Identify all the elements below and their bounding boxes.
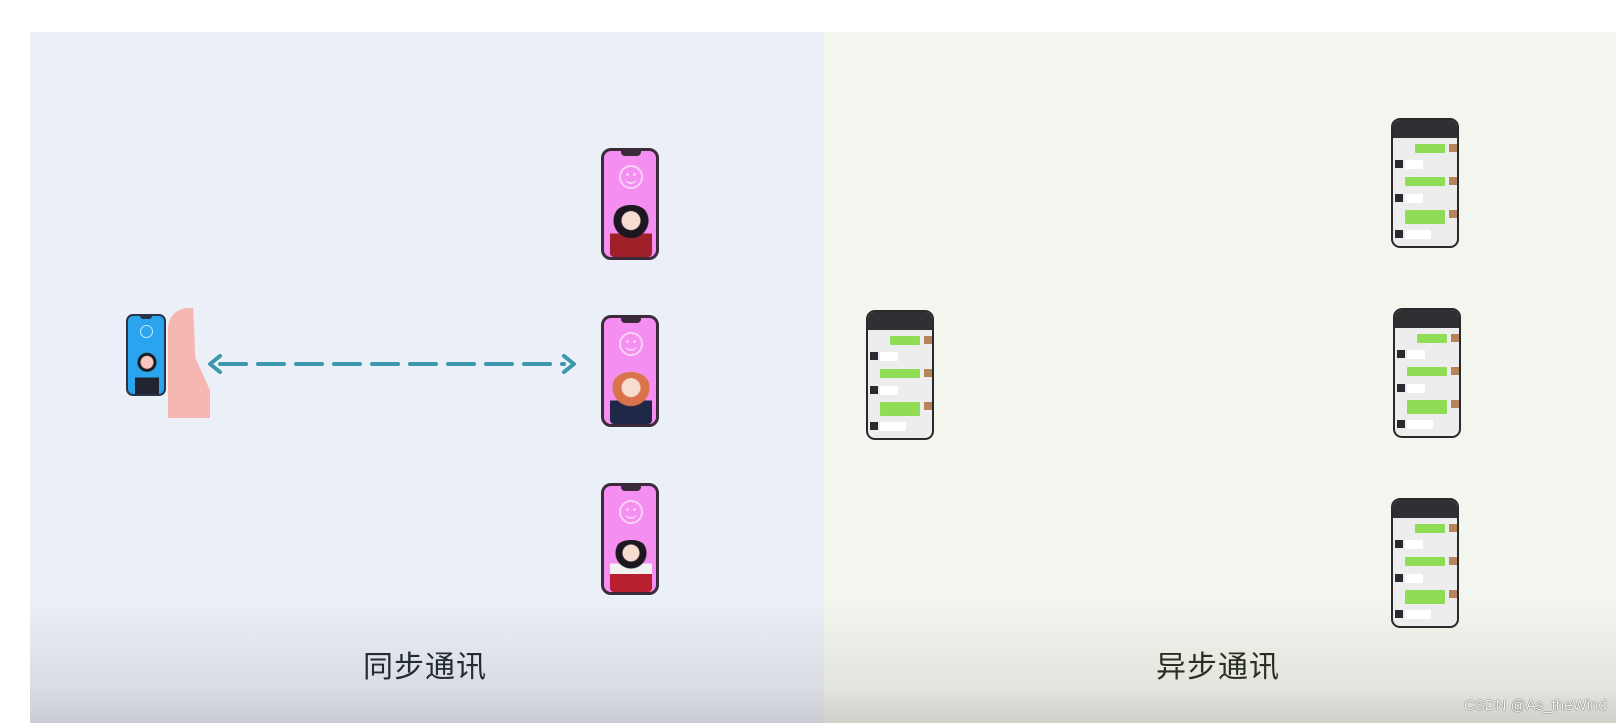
anime-character-icon <box>610 540 652 592</box>
smiley-icon <box>619 165 643 189</box>
smiley-icon <box>140 325 153 338</box>
receiver-phone-2 <box>601 315 659 427</box>
anime-character-icon <box>610 205 652 257</box>
smiley-icon <box>619 332 643 356</box>
dashed-bidirectional-arrow-icon <box>208 354 576 374</box>
anime-character-icon <box>610 372 652 424</box>
receiver-chat-phone-2 <box>1393 308 1461 438</box>
person-icon <box>135 350 159 394</box>
sync-caption: 同步通讯 <box>363 650 487 685</box>
async-caption: 异步通讯 <box>1156 650 1280 685</box>
receiver-phone-3 <box>601 483 659 595</box>
receiver-chat-phone-1 <box>1391 118 1459 248</box>
watermark: CSDN @As_theWind <box>1464 697 1607 714</box>
receiver-phone-1 <box>601 148 659 260</box>
smiley-icon <box>619 500 643 524</box>
async-communication-panel <box>824 32 1616 723</box>
receiver-chat-phone-3 <box>1391 498 1459 628</box>
hand-held-phone-icon <box>126 314 166 396</box>
sender-chat-phone-icon <box>866 310 934 440</box>
